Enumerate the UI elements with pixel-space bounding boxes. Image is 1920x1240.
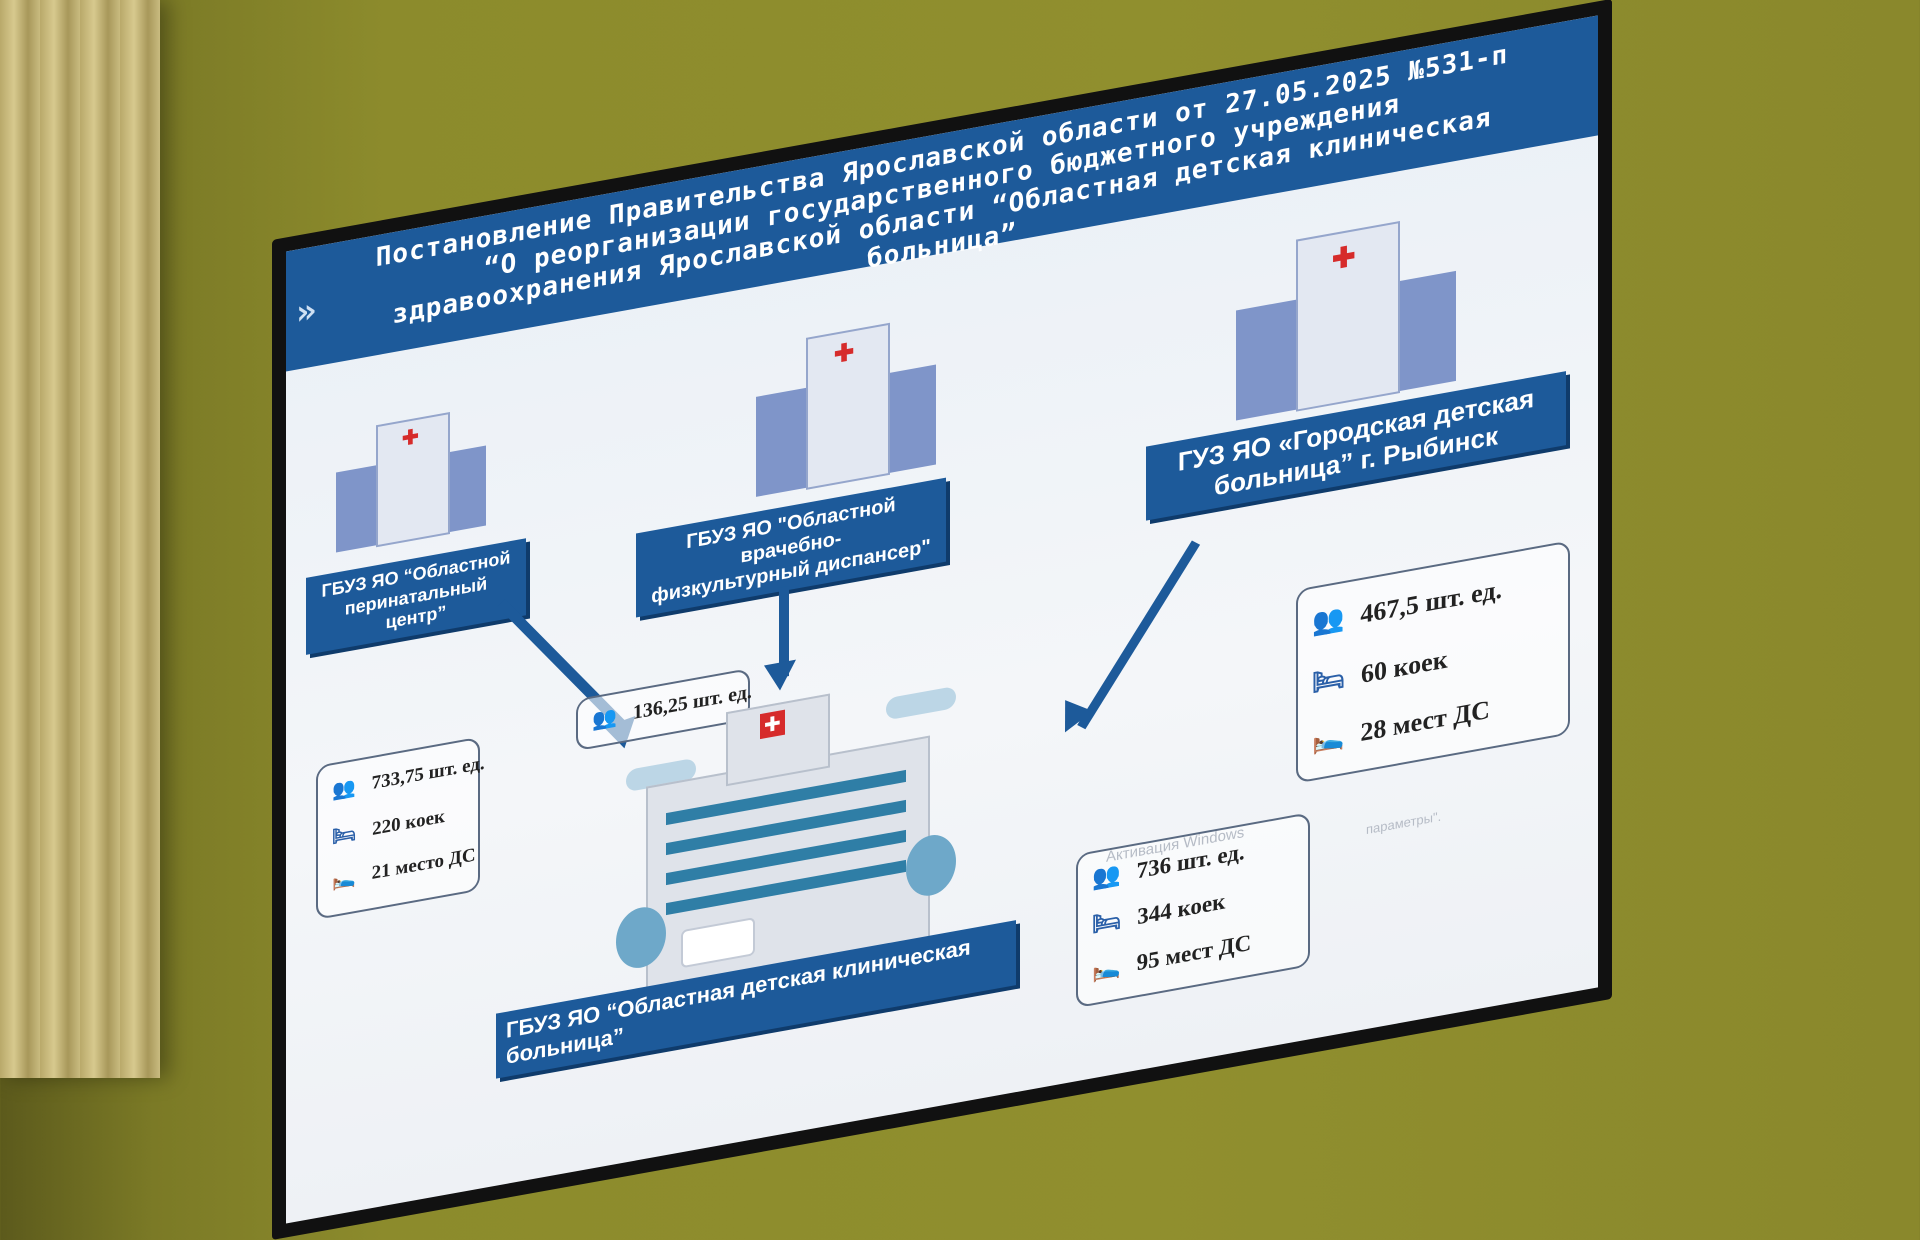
presentation-slide: » Постановление Правительства Ярославско…	[286, 15, 1598, 1224]
perinatal-staff: 733,75 шт. ед.	[371, 752, 485, 794]
dispensary-building-icon: ✚	[756, 314, 936, 497]
bed-icon: 🛌	[1312, 720, 1345, 757]
hospital-bed-icon: 🛏	[332, 821, 357, 849]
double-chevron-right-icon: »	[296, 289, 317, 334]
rybinsk-building-icon: ✚	[1236, 211, 1456, 421]
main-beds: 344 коек	[1137, 887, 1226, 929]
tv-monitor: » Постановление Правительства Ярославско…	[272, 0, 1612, 1240]
bed-icon: 🛌	[1092, 953, 1121, 985]
rybinsk-beds: 60 коек	[1361, 644, 1448, 689]
arrow-rybinsk	[1077, 540, 1201, 730]
perinatal-stats-callout: 👥 733,75 шт. ед. 🛏 220 коек 🛌 21 место Д…	[316, 736, 485, 921]
hospital-bed-icon: 🛏	[1312, 662, 1346, 699]
people-icon: 👥	[592, 703, 617, 733]
rybinsk-day-places: 28 мест ДС	[1360, 694, 1490, 748]
arrowhead-rybinsk	[1051, 700, 1093, 738]
watermark-tail: параметры".	[1366, 809, 1441, 838]
red-cross-icon: ✚	[760, 709, 785, 740]
bed-icon: 🛌	[332, 865, 356, 893]
watermark-line-2: параметры".	[1366, 808, 1442, 838]
curtain	[0, 0, 160, 1078]
rybinsk-staff: 467,5 шт. ед.	[1360, 574, 1502, 630]
perinatal-beds: 220 коек	[372, 805, 445, 840]
main-day-places: 95 мест ДС	[1136, 929, 1252, 975]
perinatal-building-icon: ✚	[336, 405, 486, 553]
perinatal-center-box: ГБУЗ ЯО “Областной перинатальный центр”	[306, 538, 526, 655]
arrowhead-dispensary	[764, 659, 796, 694]
dispensary-stats-callout: 👥 136,25 шт. ед.	[576, 667, 752, 752]
people-icon: 👥	[332, 775, 356, 803]
perinatal-day-places: 21 место ДС	[371, 843, 476, 884]
hospital-bed-icon: 🛏	[1092, 907, 1122, 939]
rybinsk-stats-callout: 👥 467,5 шт. ед. 🛏 60 коек 🛌 28 мест ДС	[1296, 540, 1570, 784]
people-icon: 👥	[1312, 602, 1345, 639]
dispensary-box: ГБУЗ ЯО "Областной врачебно- физкультурн…	[636, 477, 946, 618]
